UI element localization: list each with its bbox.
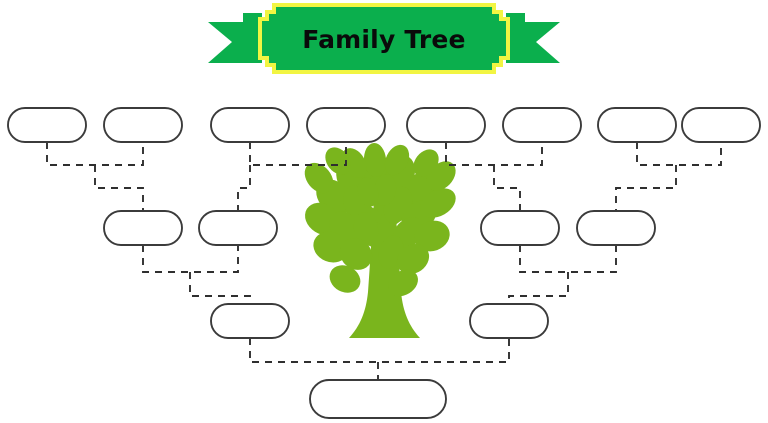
generation-4-child xyxy=(309,379,447,419)
connector-g1n5-g1n6-to-g2n3 xyxy=(445,142,543,211)
node-g1-n5[interactable] xyxy=(406,107,486,143)
connector-g1n7-g1n8-to-g2n4 xyxy=(615,142,722,211)
generation-1-great-grandparents xyxy=(7,107,761,143)
node-g1-n1[interactable] xyxy=(7,107,87,143)
connector-g1n3-g1n4-to-g2n2 xyxy=(237,142,347,211)
ribbon-tail-right xyxy=(506,22,560,63)
ribbon-center-plaque xyxy=(258,3,510,74)
tree-leaves xyxy=(304,143,456,297)
connector-g2n1-g2n2-to-g3n1 xyxy=(142,245,251,304)
node-g1-n4[interactable] xyxy=(306,107,386,143)
tree-illustration xyxy=(304,143,456,338)
node-g1-n2[interactable] xyxy=(103,107,183,143)
node-g3-n2[interactable] xyxy=(469,303,549,339)
connector-g2n3-g2n4-to-g3n2 xyxy=(508,245,617,304)
connector-g3n1-g3n2-to-g4n1 xyxy=(249,338,510,380)
generation-3-parents xyxy=(210,303,549,339)
node-g1-n8[interactable] xyxy=(681,107,761,143)
node-g1-n6[interactable] xyxy=(502,107,582,143)
node-g3-n1[interactable] xyxy=(210,303,290,339)
node-g1-n7[interactable] xyxy=(597,107,677,143)
node-g2-n4[interactable] xyxy=(576,210,656,246)
ribbon-tail-left-upper xyxy=(243,13,262,24)
ribbon-tail-right-upper xyxy=(506,13,525,24)
node-g2-n3[interactable] xyxy=(480,210,560,246)
node-g4-n1[interactable] xyxy=(309,379,447,419)
tree-trunk xyxy=(349,200,420,338)
banner-title: Family Tree xyxy=(302,25,465,54)
ribbon-tail-left xyxy=(208,22,262,63)
node-g2-n1[interactable] xyxy=(103,210,183,246)
family-tree-banner: Family Tree xyxy=(208,3,560,74)
node-g2-n2[interactable] xyxy=(198,210,278,246)
connector-g1n1-g1n2-to-g2n1 xyxy=(46,142,144,211)
generation-2-grandparents xyxy=(103,210,656,246)
node-g1-n3[interactable] xyxy=(210,107,290,143)
